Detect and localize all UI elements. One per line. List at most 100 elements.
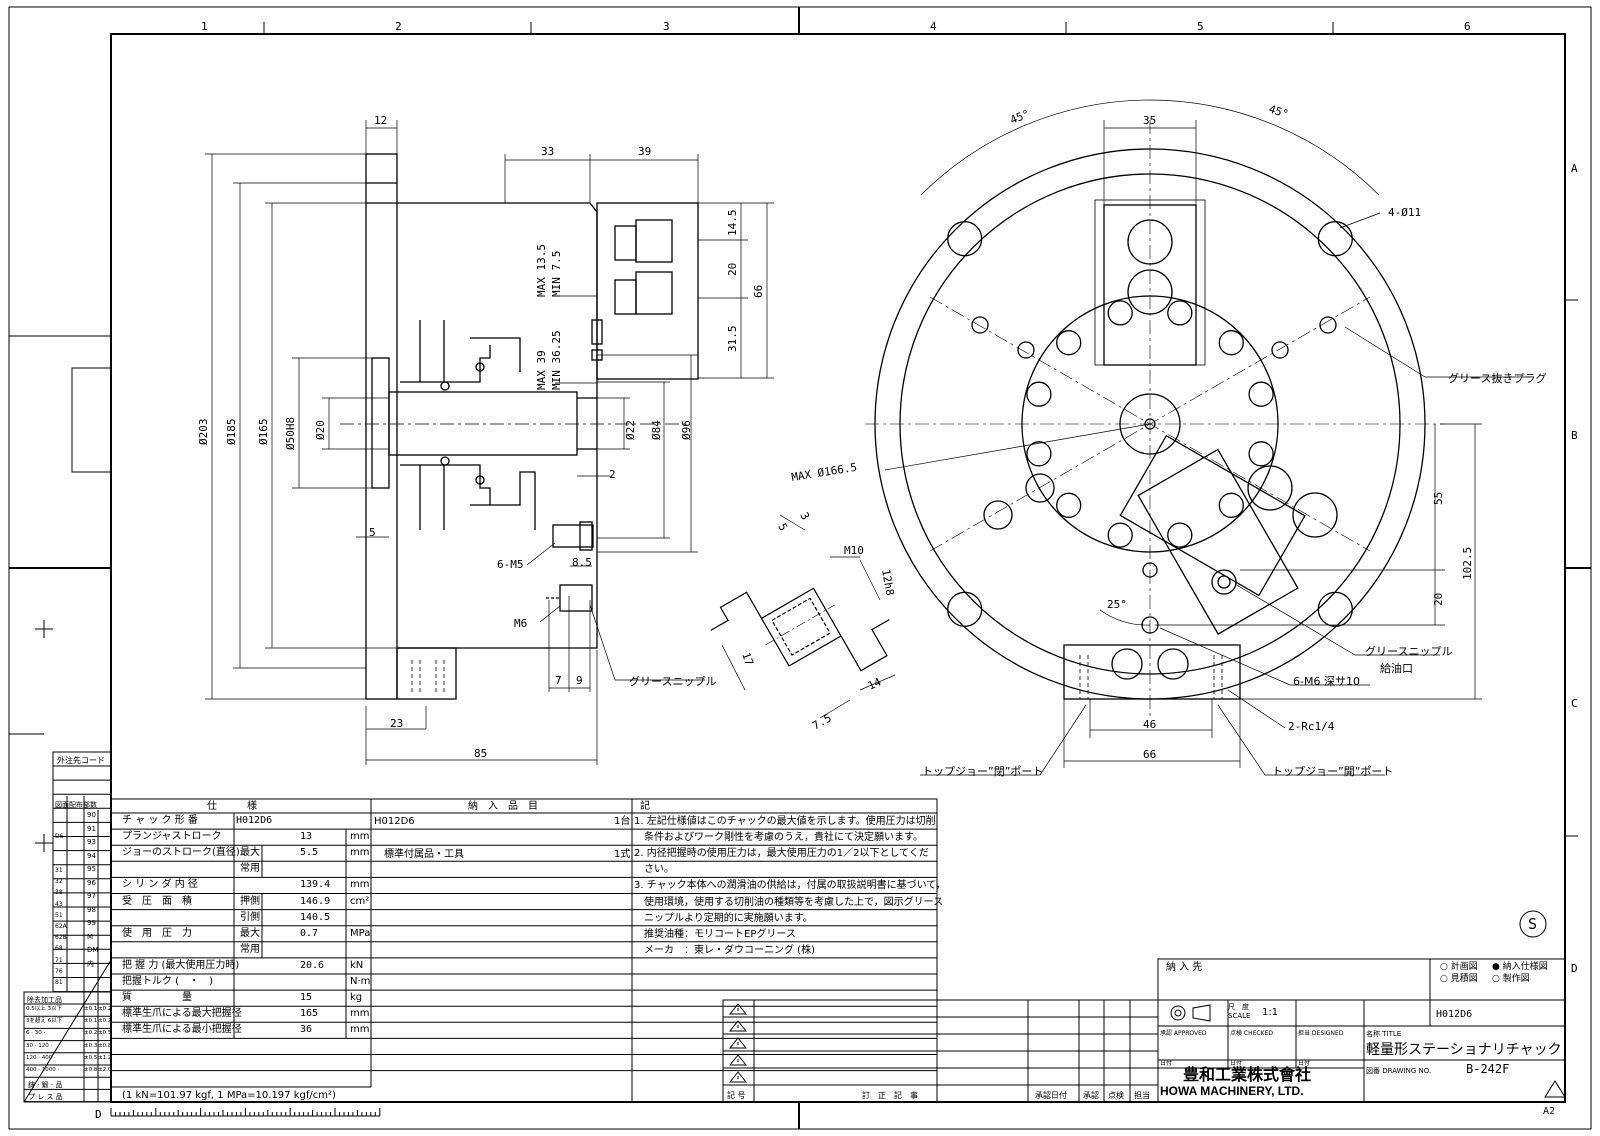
bolt-hole <box>1107 300 1133 326</box>
scale-en-label: SCALE <box>1228 1012 1251 1020</box>
bolt-hole <box>1248 381 1274 407</box>
dept-code: 71 <box>55 956 63 964</box>
dept-code: D6 <box>55 833 64 841</box>
tolerance-range: 400 · 1000 · <box>26 1067 60 1073</box>
drawing-no-label: 図番 DRAWING NO. <box>1366 1067 1432 1075</box>
option-production: ○ 製作図 <box>1492 974 1530 984</box>
warning-icon <box>728 1020 748 1032</box>
tolerance-range: 0.5以上 3以下 <box>26 1006 62 1012</box>
spec-row-sub: 最大 <box>240 847 260 859</box>
bolt-hole <box>1026 381 1052 407</box>
conversion-note: (1 kN=101.97 kgf, 1 MPa=10.197 kgf/cm²) <box>122 1090 336 1101</box>
rev-approve: 承認 <box>1083 1091 1099 1100</box>
distribution-code: 97 <box>87 892 96 900</box>
rev-content: 訂 正 記 事 <box>862 1091 918 1100</box>
note-line: 条件およびワーク剛性を考慮のうえ，貴社にて決定願います。 <box>634 832 923 844</box>
front-dim-text: 45° 45° 35 4-Ø11 グリース抜きプラグ MAX Ø166.5 55… <box>790 102 1546 778</box>
customer-label: 納 入 先 <box>1166 962 1203 973</box>
spec-row-value: 36 <box>300 1024 313 1036</box>
dim-66b: 66 <box>1143 748 1156 761</box>
distribution-code: 95 <box>87 865 96 873</box>
spec-row-unit: MPa <box>350 927 371 939</box>
sheet-size: A2 <box>1543 1106 1555 1117</box>
dim-55: 55 <box>1432 492 1445 505</box>
spec-row-unit: mm <box>350 847 370 859</box>
scale-ruler <box>110 1108 381 1117</box>
dim-min-7-5: MIN 7.5 <box>550 251 563 297</box>
dim-23: 23 <box>390 717 403 730</box>
jaw-detail-view <box>710 587 890 672</box>
dept-code: 81 <box>55 979 63 986</box>
bolt-hole <box>1218 492 1244 518</box>
dept-code: 43 <box>55 900 63 908</box>
spec-row-label: 標準生爪による最小把握径 <box>122 1024 242 1036</box>
spec-row-unit: kN <box>350 959 364 971</box>
dept-code: 62B <box>55 934 67 942</box>
bolt-hole <box>1107 522 1133 548</box>
dim-33: 33 <box>541 145 554 158</box>
left-footer-2: プ レ ス 品 <box>28 1093 63 1101</box>
dim-39: 39 <box>638 145 651 158</box>
distribution-code: 94 <box>87 851 96 860</box>
distribution-code: 91 <box>87 824 96 833</box>
model-code: H012D6 <box>1436 1009 1473 1020</box>
callout-grease-nipple-left: グリースニップル <box>629 674 716 688</box>
dim-phi22: Ø22 <box>624 420 637 440</box>
spec-row-unit: N·m <box>350 976 371 987</box>
dept-code: 68 <box>55 945 63 953</box>
front-dim-lines <box>884 99 1530 776</box>
vendor-code-label: 外注先コード <box>57 756 105 765</box>
callout-jaw-close-port: トップジョー”閉”ポート <box>922 765 1043 778</box>
dim-3: 3 <box>797 510 812 522</box>
note-line: さい。 <box>634 864 674 876</box>
spec-row-unit: mm <box>350 1024 370 1036</box>
dept-code: 51 <box>55 911 63 919</box>
date-3: 日付 <box>1298 1060 1311 1067</box>
spec-row-unit: cm² <box>350 895 370 907</box>
item-0-name: H012D6 <box>374 816 415 827</box>
title-label: 名称 TITLE <box>1366 1030 1402 1038</box>
table-lines <box>23 751 1566 1103</box>
spec-row-sub: 常用 <box>240 943 260 955</box>
spec-header: 仕 様 <box>207 801 257 812</box>
distribution-code: M <box>87 932 94 941</box>
tap-hole <box>971 316 989 334</box>
notes-header: 記 <box>640 801 650 812</box>
mount-hole <box>1317 221 1353 257</box>
tolerance-range: 3を超え 6以下 <box>26 1018 63 1025</box>
spec-row-value: 146.9 <box>300 895 331 907</box>
item-1-qty: 1式 <box>614 849 631 860</box>
dim-6-m5: 6-M5 <box>497 558 524 571</box>
warning-icon <box>728 1054 748 1066</box>
dim-phi203: Ø203 <box>197 419 210 446</box>
tolerance-a: ±0.1 <box>84 1018 98 1025</box>
warning-icon <box>728 1003 748 1015</box>
bolt-hole <box>1026 441 1052 467</box>
spec-row-unit: kg <box>350 992 363 1004</box>
distribution-code: 93 <box>87 838 96 846</box>
item-1-name: 標準付属品・工具 <box>384 849 464 860</box>
mount-hole <box>947 591 983 627</box>
jaw-detail-dims <box>721 514 896 719</box>
zone-row-d: D <box>1571 962 1578 975</box>
dim-35: 35 <box>1143 114 1156 127</box>
dim-2: 2 <box>609 468 616 481</box>
distribution-label: 図面配布部数 <box>55 801 97 809</box>
drawing-number: B-242F <box>1466 1062 1510 1076</box>
mount-hole <box>1317 591 1353 627</box>
dim-102-5: 102.5 <box>1461 547 1474 580</box>
zone-ticks <box>9 7 1591 1129</box>
callout-oil-port: 給油口 <box>1380 661 1413 675</box>
dim-25-deg: 25° <box>1107 598 1127 611</box>
dept-code: 32 <box>55 878 63 886</box>
tap-hole <box>1017 341 1035 359</box>
option-estimate: ○ 見積図 <box>1440 974 1478 984</box>
warning-icons <box>728 1003 748 1083</box>
scale-value: 1:1 <box>1262 1007 1279 1018</box>
option-plan: ○ 計画図 <box>1440 962 1478 972</box>
rev-owner: 担当 <box>1134 1091 1150 1100</box>
distribution-code: 99 <box>87 919 96 927</box>
company-name-en: HOWA MACHINERY, LTD. <box>1160 1084 1304 1098</box>
spec-row-value: 13 <box>300 831 313 843</box>
tolerance-title: 除去加工品 <box>27 996 62 1004</box>
